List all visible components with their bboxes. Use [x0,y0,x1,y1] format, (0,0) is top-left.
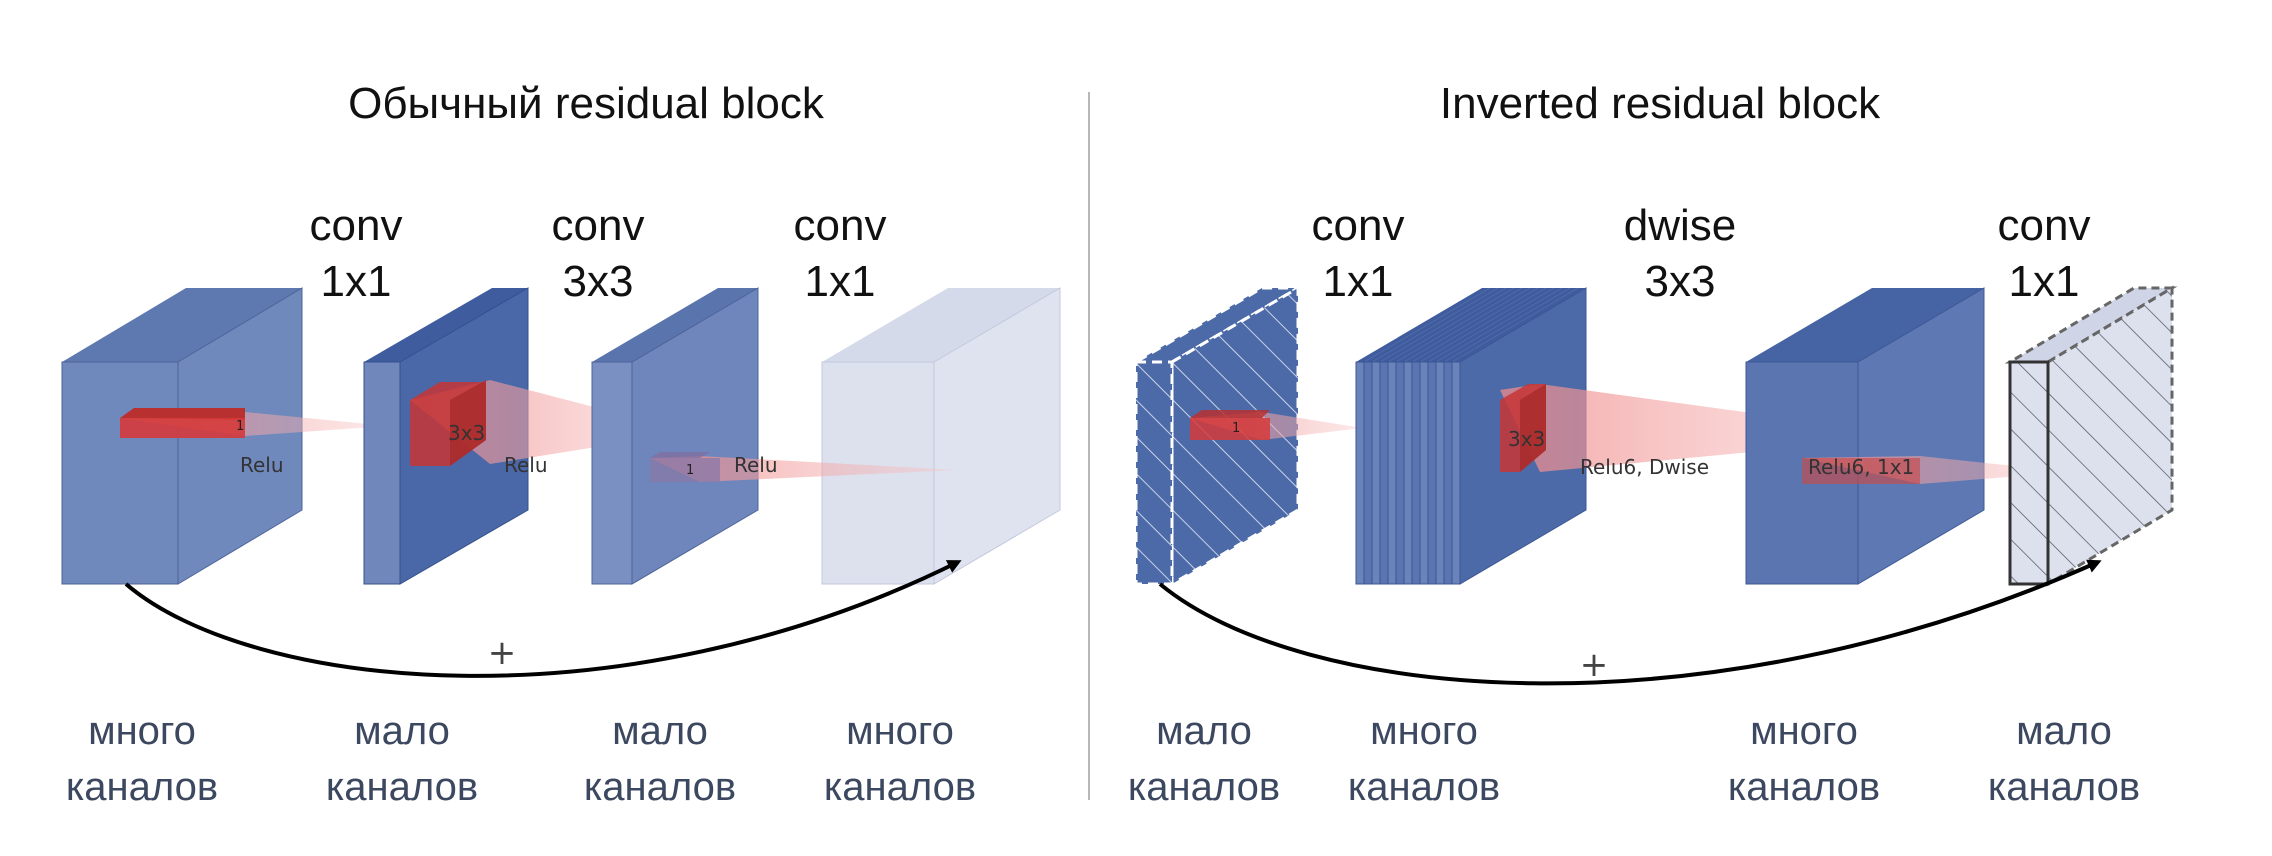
left-skip-arrow [124,560,962,678]
slab-top [1364,288,1498,362]
right-op-2-name: dwise [1624,201,1737,250]
slab-front [1427,361,1437,585]
slab-front [1403,361,1413,585]
slab-top [1372,288,1506,362]
slab-front [1435,361,1445,585]
left-kernel-1-label: 1 [236,419,244,434]
left-activation-1: Relu [240,453,284,477]
left-kernel-1 [120,408,245,438]
right-panel: Inverted residual block conv 1x1 dwise 3… [1128,79,2178,809]
slab-front [1379,361,1389,585]
left-kernel-3-label: 1 [686,463,694,478]
right-channel-label-2-line1: много [1370,709,1478,753]
right-kernel-1-label: 1 [1232,421,1240,436]
right-kernel-1 [1190,410,1270,440]
left-panel: Обычный residual block conv 1x1 conv 3x3… [61,79,1061,809]
left-channel-label-3-line1: мало [612,709,708,753]
left-channel-label-2-line2: каналов [326,765,478,809]
slab-front [1387,361,1397,585]
right-op-2-size: 3x3 [1645,257,1716,306]
right-block-2 [1355,287,1587,585]
left-channel-label-1-line1: много [88,709,196,753]
slab-top [1412,288,1546,362]
slab-front [1363,361,1373,585]
slab-top [1388,288,1522,362]
left-channel-label-1-line2: каналов [66,765,218,809]
right-channel-label-3-line1: много [1750,709,1858,753]
slab-front [1395,361,1405,585]
slab-front [1419,361,1429,585]
right-channel-label-1-line1: мало [1156,709,1252,753]
right-channel-label-1-line2: каналов [1128,765,1280,809]
left-activation-2: Relu [504,453,548,477]
slab-top [1428,288,1562,362]
left-op-2-size: 3x3 [563,257,634,306]
right-beam-2 [1500,384,1920,472]
slab-top [1436,288,1570,362]
right-block-4 [2004,285,2178,587]
slab-top [1444,288,1578,362]
left-channel-label-4-line1: много [846,709,954,753]
slab-top [1356,288,1490,362]
slab-top [1452,288,1586,362]
left-op-1-name: conv [310,201,403,250]
left-block-3 [591,287,759,585]
right-op-1-size: 1x1 [1323,257,1394,306]
left-op-3-name: conv [794,201,887,250]
slab-front [1371,361,1381,585]
right-activation-2: Relu6, 1x1 [1808,455,1914,479]
right-channel-label-2-line2: каналов [1348,765,1500,809]
right-op-1-name: conv [1312,201,1405,250]
slab-top [1380,288,1514,362]
left-kernel-3 [650,452,720,482]
right-op-3-name: conv [1998,201,2091,250]
right-skip-arrow [1158,559,2102,686]
left-block-4 [821,287,1061,585]
left-activation-3: Relu [734,453,778,477]
left-channel-label-4-line2: каналов [824,765,976,809]
left-panel-title: Обычный residual block [348,79,825,128]
right-kernel-2 [1500,384,1546,472]
left-kernel-2-label: 3x3 [448,421,485,445]
right-block-3 [1745,287,1985,585]
slab-front [1411,361,1421,585]
left-beam-3 [650,456,958,482]
slab-top [1404,288,1538,362]
slab-top [1396,288,1530,362]
left-op-1-size: 1x1 [321,257,392,306]
right-channel-label-4-line2: каналов [1988,765,2140,809]
right-channel-label-3-line2: каналов [1728,765,1880,809]
right-kernel-2-label: 3x3 [1508,427,1545,451]
right-panel-title: Inverted residual block [1440,79,1881,128]
left-channel-label-2-line1: мало [354,709,450,753]
slab-top [1420,288,1554,362]
slab-front [1443,361,1453,585]
slab-front [1451,361,1461,585]
right-activation-1: Relu6, Dwise [1580,455,1709,479]
left-kernel-2 [410,380,486,466]
left-op-2-name: conv [552,201,645,250]
left-op-3-size: 1x1 [805,257,876,306]
left-skip-plus: + [488,633,517,673]
left-channel-label-3-line2: каналов [584,765,736,809]
right-channel-label-4-line1: мало [2016,709,2112,753]
right-op-3-size: 1x1 [2009,257,2080,306]
right-kernel-3 [1802,458,1920,484]
slab-front [1355,361,1365,585]
right-skip-plus: + [1580,645,1609,685]
